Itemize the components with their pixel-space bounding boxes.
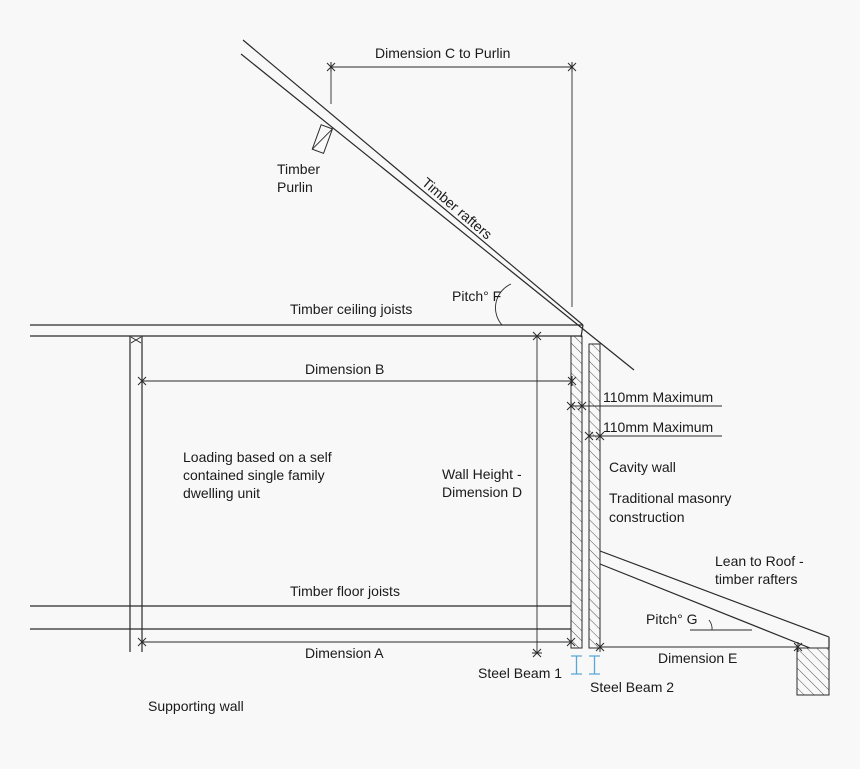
- dimension-b-line: [137, 376, 577, 386]
- label-dimension-b: Dimension B: [305, 361, 384, 377]
- steel-beam-2-shape: [589, 655, 600, 675]
- label-lean-to-2: timber rafters: [715, 571, 797, 587]
- label-timber-purlin-2: Purlin: [277, 179, 313, 195]
- pitch-g-reference: [690, 619, 752, 631]
- timber-purlin: [311, 124, 334, 154]
- label-masonry-1: Traditional masonry: [609, 490, 731, 506]
- cavity-wall-leaves: [570, 335, 601, 649]
- pitch-f-arc: [495, 283, 512, 326]
- left-wall-lines: [129, 336, 143, 652]
- label-pitch-g: Pitch° G: [646, 611, 698, 627]
- label-max-110mm-1: 110mm Maximum: [603, 389, 713, 405]
- dimension-a-line: [137, 637, 576, 647]
- label-dimension-a: Dimension A: [305, 645, 384, 661]
- label-supporting-wall: Supporting wall: [148, 698, 244, 714]
- dimension-d-line: [532, 331, 542, 658]
- dimension-c-line: [326, 62, 577, 307]
- max-110mm-leaders: [566, 401, 722, 441]
- label-floor-joists: Timber floor joists: [290, 583, 400, 599]
- label-wall-height-2: Dimension D: [442, 484, 522, 500]
- label-steel-beam-1: Steel Beam 1: [478, 665, 562, 681]
- label-ceiling-joists: Timber ceiling joists: [290, 301, 412, 317]
- label-timber-rafters: Timber rafters: [419, 174, 495, 242]
- label-dimension-c: Dimension C to Purlin: [375, 45, 510, 61]
- label-wall-height-1: Wall Height -: [442, 466, 522, 482]
- steel-beam-1-shape: [571, 655, 582, 675]
- lean-to-roof-rafters: [599, 550, 830, 649]
- floor-joists: [30, 605, 571, 630]
- label-masonry-2: construction: [609, 509, 684, 525]
- label-pitch-f: Pitch° F: [452, 288, 501, 304]
- label-dimension-e: Dimension E: [658, 650, 737, 666]
- label-steel-beam-2: Steel Beam 2: [590, 679, 674, 695]
- label-cavity-wall: Cavity wall: [609, 459, 676, 475]
- dimension-e-line: [595, 642, 803, 652]
- label-lean-to-1: Lean to Roof -: [715, 553, 804, 569]
- label-max-110mm-2: 110mm Maximum: [603, 419, 713, 435]
- label-loading-3: dwelling unit: [183, 485, 260, 501]
- label-timber-purlin-1: Timber: [277, 161, 320, 177]
- lean-to-supporting-wall: [796, 647, 830, 696]
- label-loading-1: Loading based on a self: [183, 449, 332, 465]
- ceiling-joists: [30, 324, 583, 337]
- label-loading-2: contained single family: [183, 467, 325, 483]
- main-roof-rafters: [240, 39, 635, 371]
